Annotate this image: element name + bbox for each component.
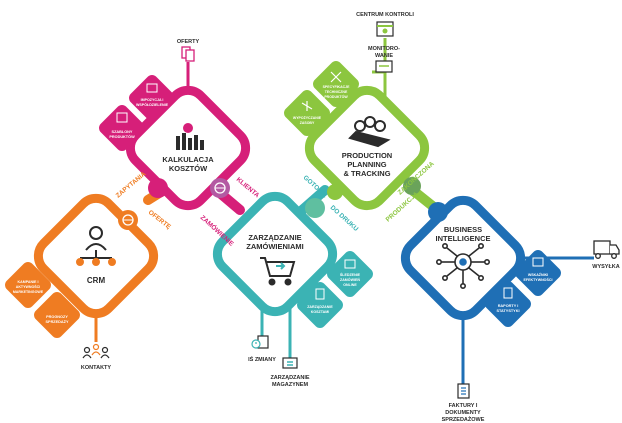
svg-text:IŚ ZMIANY: IŚ ZMIANY [248, 356, 276, 363]
svg-text:KONTAKTY: KONTAKTY [81, 365, 111, 371]
zamowienia-title-line2: ZAMÓWIENIAMI [246, 242, 304, 251]
endpoint-czas[interactable]: IŚ ZMIANY [248, 335, 276, 363]
crm-title: CRM [87, 276, 106, 285]
svg-text:AKTYWNOŚCI: AKTYWNOŚCI [16, 284, 41, 289]
svg-text:DOKUMENTY: DOKUMENTY [445, 410, 481, 416]
svg-text:ZARZĄDZANIE: ZARZĄDZANIE [270, 375, 309, 381]
monitor-icon [375, 60, 393, 73]
zamowienia-title-line1: ZARZĄDZANIE [248, 233, 301, 242]
globe-connector-magenta [148, 178, 230, 198]
svg-text:ZARZĄDZANIE: ZARZĄDZANIE [307, 305, 333, 309]
endpoint-faktury[interactable]: FAKTURY I DOKUMENTY SPRZEDAŻOWE [442, 383, 485, 423]
svg-text:KAMPANIE I: KAMPANIE I [18, 280, 39, 284]
svg-text:WSPÓŁDZIELENIE: WSPÓŁDZIELENIE [136, 102, 169, 107]
production-title-line2: PLANNING [347, 160, 386, 169]
kpi-chart-icon [532, 257, 544, 267]
tile-sledzenie[interactable]: ŚLEDZENIE ZAMÓWIEŃ ONLINE [325, 249, 376, 300]
endpoint-wysylka[interactable]: WYSYŁKA [592, 240, 620, 270]
people-icon [82, 343, 110, 359]
svg-text:SPECYFIKACJE: SPECYFIKACJE [323, 85, 351, 89]
svg-text:IMPOZYCJA I: IMPOZYCJA I [141, 98, 164, 102]
tile-wskazniki[interactable]: WSKAŹNIKI EFEKTYWNOŚCI [513, 248, 564, 299]
production-title-line3: & TRACKING [343, 169, 390, 178]
svg-text:RAPORTY I: RAPORTY I [498, 304, 519, 308]
svg-text:ZASOBY: ZASOBY [300, 121, 315, 125]
tile-kampanie[interactable]: KAMPANIE I AKTYWNOŚCI MARKETINGOWE [3, 260, 54, 311]
globe-connector-teal [305, 184, 343, 218]
invoice-icon [457, 383, 470, 399]
tile-impozycja[interactable]: IMPOZYCJA I WSPÓŁDZIELENIE [127, 73, 178, 124]
svg-text:MARKETINGOWE: MARKETINGOWE [13, 290, 44, 294]
svg-text:WYPOŻYCZANIE: WYPOŻYCZANIE [293, 116, 322, 120]
svg-text:SPRZEDAŻOWE: SPRZEDAŻOWE [442, 416, 485, 423]
connector-oferte: OFERTĘ [147, 209, 173, 231]
clock-document-icon [251, 335, 269, 349]
production-title-line1: PRODUCTION [342, 151, 392, 160]
tile-specyfikacje[interactable]: SPECYFIKACJE TECHNICZNE PRODUKTÓW [311, 59, 362, 110]
cost-document-icon [315, 288, 325, 300]
paper-rolls-icon [348, 116, 391, 148]
svg-text:WYSYŁKA: WYSYŁKA [592, 264, 620, 270]
svg-text:WSKAŹNIKI: WSKAŹNIKI [528, 272, 548, 277]
report-icon [503, 287, 513, 299]
truck-icon [593, 240, 620, 259]
module-bi[interactable]: BUSINESS INTELLIGENCE [398, 193, 528, 323]
calculator-icon [176, 123, 204, 150]
svg-text:ŚLEDZENIE: ŚLEDZENIE [340, 272, 361, 277]
tile-prognozy[interactable]: PROGNOZY SPRZEDAŻY [32, 290, 83, 341]
svg-text:MAGAZYNEM: MAGAZYNEM [272, 382, 308, 388]
connector-do-druku: DO DRUKU [329, 204, 360, 233]
bi-title-line1: BUSINESS [444, 225, 482, 234]
network-hub-icon [435, 243, 490, 289]
connector-zapytania: ZAPYTANIA [115, 170, 148, 199]
kalkulacja-title-line2: KOSZTÓW [169, 164, 208, 173]
connector-klienta: KLIENTA [235, 176, 261, 199]
globe-connector-orange [118, 210, 138, 230]
module-zamowienia[interactable]: ZARZĄDZANIE ZAMÓWIENIAMI [210, 189, 340, 319]
tile-szablony[interactable]: SZABLONY PRODUKTÓW [97, 103, 148, 154]
svg-text:ZAMÓWIEŃ: ZAMÓWIEŃ [340, 277, 360, 282]
svg-text:EFEKTYWNOŚCI: EFEKTYWNOŚCI [524, 277, 553, 282]
bi-title-line2: INTELLIGENCE [435, 234, 490, 243]
template-grid-icon [116, 112, 128, 123]
svg-text:CENTRUM KONTROLI: CENTRUM KONTROLI [356, 12, 414, 18]
endpoint-centrum-kontroli[interactable]: CENTRUM KONTROLI [356, 12, 414, 37]
shopping-cart-icon [260, 257, 296, 286]
svg-text:WANIE: WANIE [375, 53, 393, 59]
svg-text:ONLINE: ONLINE [343, 283, 357, 287]
svg-text:MONITORO-: MONITORO- [368, 46, 400, 52]
svg-text:PRODUKTÓW: PRODUKTÓW [109, 134, 135, 139]
svg-text:OFERTY: OFERTY [177, 39, 200, 45]
svg-text:SZABLONY: SZABLONY [112, 130, 133, 134]
endpoint-monitorowanie[interactable]: MONITORO- WANIE [368, 46, 400, 73]
kalkulacja-title-line1: KALKULACJA [162, 155, 214, 164]
endpoint-magazyn[interactable]: ZARZĄDZANIE MAGAZYNEM [270, 357, 310, 388]
user-network-icon [76, 226, 116, 266]
tile-wypozyczanie[interactable]: WYPOŻYCZANIE ZASOBY [282, 88, 333, 139]
calendar-icon [376, 21, 394, 37]
warehouse-icon [282, 357, 298, 369]
wrench-icon [301, 101, 313, 111]
endpoint-kontakty[interactable]: KONTAKTY [81, 343, 111, 372]
tile-zarzadzanie-kosztami[interactable]: ZARZĄDZANIE KOSZTAMI [295, 280, 346, 331]
tile-raporty[interactable]: RAPORTY I STATYSTYKI [483, 279, 534, 330]
svg-text:SPRZEDAŻY: SPRZEDAŻY [46, 320, 69, 324]
document-grid-icon [146, 83, 158, 93]
globe-connector-blue [403, 177, 448, 222]
svg-text:STATYSTYKI: STATYSTYKI [496, 309, 519, 313]
tracking-icon [344, 259, 356, 269]
svg-text:FAKTURY I: FAKTURY I [449, 403, 478, 409]
documents-icon [181, 46, 195, 62]
endpoint-oferty[interactable]: OFERTY [177, 39, 200, 62]
svg-text:TECHNICZNE: TECHNICZNE [325, 90, 348, 94]
svg-text:PROGNOZY: PROGNOZY [46, 315, 68, 319]
svg-text:PRODUKTÓW: PRODUKTÓW [324, 94, 348, 99]
tools-icon [330, 71, 342, 83]
module-production[interactable]: PRODUCTION PLANNING & TRACKING [302, 83, 432, 213]
svg-text:KOSZTAMI: KOSZTAMI [311, 310, 330, 314]
